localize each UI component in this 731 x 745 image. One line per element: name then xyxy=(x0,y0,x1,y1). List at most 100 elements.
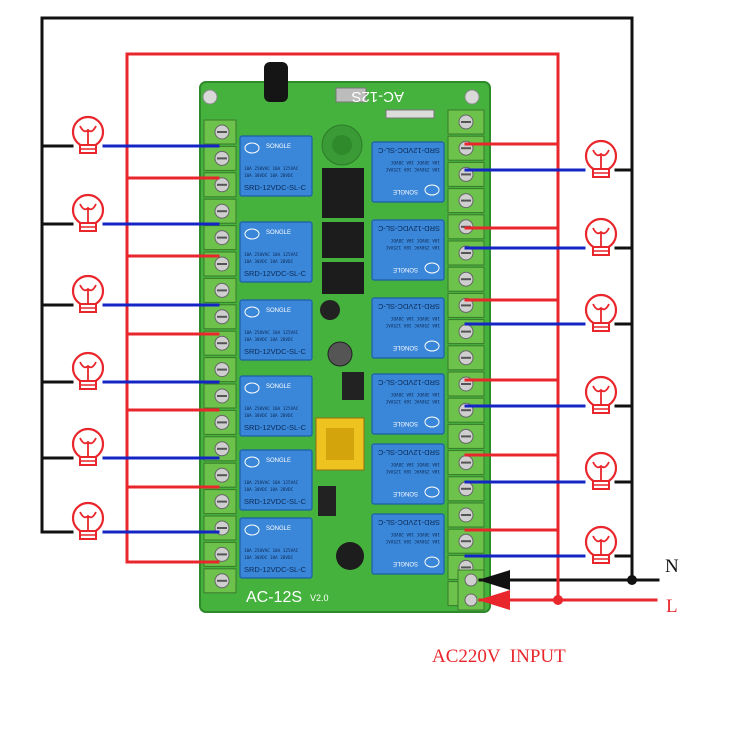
neutral-junction xyxy=(627,575,637,585)
capacitor-3 xyxy=(336,542,364,570)
lamp-icon xyxy=(584,375,618,414)
lamp-icon xyxy=(584,451,618,490)
pcb-outline xyxy=(199,81,491,613)
relay-logo-icon xyxy=(424,184,440,196)
relay-logo-icon xyxy=(424,486,440,498)
capacitor-2 xyxy=(327,341,353,367)
relay-rating-2: 10A 30VDC 10A 28VDC xyxy=(390,461,440,467)
relay-rating-2: 10A 30VDC 10A 28VDC xyxy=(390,391,440,397)
lamp-icon xyxy=(71,351,105,390)
relay-logo-icon xyxy=(244,524,260,536)
relay-rating-1: 10A 250VAC 10A 125VAC xyxy=(244,480,299,486)
relay-rating-1: 10A 250VAC 10A 125VAC xyxy=(244,330,299,336)
relay-logo-icon xyxy=(244,142,260,154)
relay-model: SRD-12VDC-SL-C xyxy=(377,224,440,233)
relay-model: SRD-12VDC-SL-C xyxy=(244,269,307,278)
relay-rating-1: 10A 250VAC 10A 125VAC xyxy=(385,322,440,328)
board-model-bottom: AC-12S xyxy=(246,589,302,606)
relay-rating-1: 10A 250VAC 10A 125VAC xyxy=(244,166,299,172)
relay-rating-1: 10A 250VAC 10A 125VAC xyxy=(244,548,299,554)
live-label: L xyxy=(666,596,678,617)
board-version: V2.0 xyxy=(310,593,329,603)
ac-input-label: AC220V INPUT xyxy=(432,646,566,667)
relay-model: SRD-12VDC-SL-C xyxy=(244,565,307,574)
relay-rating-2: 10A 30VDC 10A 28VDC xyxy=(390,159,440,165)
live-junction xyxy=(553,595,563,605)
mount-hole-tr xyxy=(464,89,480,105)
lamp-icon xyxy=(71,115,105,154)
fuse xyxy=(318,486,336,516)
ic-driver-2 xyxy=(322,262,364,294)
lamp-icon xyxy=(584,525,618,564)
relay-brand: SONGLE xyxy=(393,490,418,496)
relay-logo-icon xyxy=(424,262,440,274)
relay-model: SRD-12VDC-SL-C xyxy=(377,302,440,311)
terminal-screw xyxy=(464,593,478,607)
relay-model: SRD-12VDC-SL-C xyxy=(244,423,307,432)
lamp-icon xyxy=(584,139,618,178)
terminal-left xyxy=(203,277,237,303)
relay-logo-icon xyxy=(244,306,260,318)
relay-rating-1: 10A 250VAC 10A 125VAC xyxy=(385,468,440,474)
relay-brand: SONGLE xyxy=(266,144,291,150)
relay-model: SRD-12VDC-SL-C xyxy=(377,518,440,527)
mount-hole-tl xyxy=(202,89,218,105)
relay-rating-2: 10A 30VDC 10A 28VDC xyxy=(244,173,294,179)
relay-logo-icon xyxy=(424,340,440,352)
relay-logo-icon xyxy=(424,416,440,428)
relay-rating-1: 10A 250VAC 10A 125VAC xyxy=(385,244,440,250)
lamp-icon xyxy=(71,501,105,540)
relay-logo-icon xyxy=(424,556,440,568)
relay-rating-1: 10A 250VAC 10A 125VAC xyxy=(244,406,299,412)
program-header xyxy=(385,109,435,119)
relay-rating-1: 10A 250VAC 10A 125VAC xyxy=(385,166,440,172)
crystal xyxy=(335,87,367,103)
regulator xyxy=(342,372,364,400)
relay-model: SRD-12VDC-SL-C xyxy=(377,378,440,387)
lamps xyxy=(71,115,618,564)
terminal-right xyxy=(447,397,485,423)
relay-brand: SONGLE xyxy=(266,308,291,314)
relay-rating-2: 10A 30VDC 10A 28VDC xyxy=(390,237,440,243)
live-arrow-icon xyxy=(478,590,510,610)
transformer-core xyxy=(326,428,354,460)
relay-brand: SONGLE xyxy=(393,188,418,194)
relay-brand: SONGLE xyxy=(393,420,418,426)
learn-button-cap xyxy=(332,135,352,155)
relay-brand: SONGLE xyxy=(266,384,291,390)
relay-rating-2: 10A 30VDC 10A 28VDC xyxy=(244,555,294,561)
relay-rating-2: 10A 30VDC 10A 28VDC xyxy=(244,259,294,265)
ic-decoder xyxy=(322,168,364,218)
relay-model: SRD-12VDC-SL-C xyxy=(244,183,307,192)
relay-rating-2: 10A 30VDC 10A 28VDC xyxy=(390,315,440,321)
relay-brand: SONGLE xyxy=(266,230,291,236)
relay-brand: SONGLE xyxy=(393,266,418,272)
ic-driver-1 xyxy=(322,222,364,258)
relay-rating-1: 10A 250VAC 10A 125VAC xyxy=(385,398,440,404)
relay-brand: SONGLE xyxy=(393,560,418,566)
relay-model: SRD-12VDC-SL-C xyxy=(244,497,307,506)
terminal-screw xyxy=(464,573,478,587)
lamp-icon xyxy=(71,193,105,232)
neutral-label: N xyxy=(665,556,679,577)
lamp-icon xyxy=(71,274,105,313)
relay-rating-2: 10A 30VDC 10A 28VDC xyxy=(244,487,294,493)
relay-logo-icon xyxy=(244,228,260,240)
relay-logo-icon xyxy=(244,382,260,394)
relay-brand: SONGLE xyxy=(266,526,291,532)
capacitor-1 xyxy=(320,300,340,320)
relay-rating-2: 10A 30VDC 10A 28VDC xyxy=(390,531,440,537)
terminal-blocks xyxy=(203,109,485,611)
relay-model: SRD-12VDC-SL-C xyxy=(377,448,440,457)
